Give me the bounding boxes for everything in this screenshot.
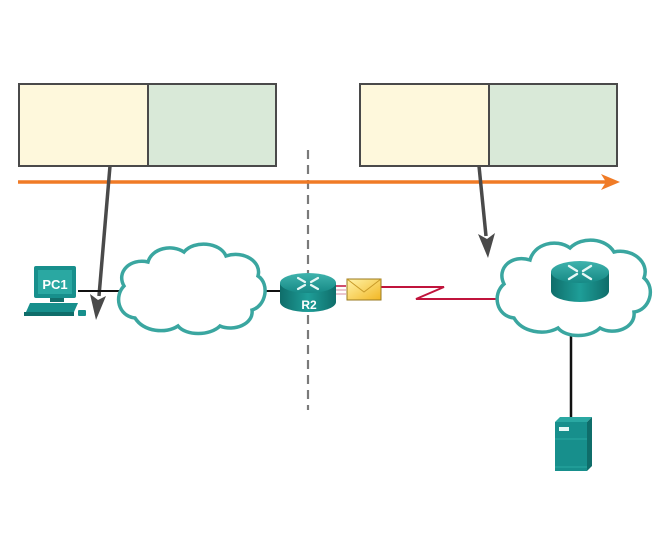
header-right-segment-2 [488,83,618,167]
header-frame-left [18,83,277,167]
header-left-segment-1 [18,83,149,167]
pointer-arrowhead-right-icon [478,233,495,258]
flow-arrowhead-icon [601,174,620,190]
pc1-device[interactable]: PC1 [24,266,86,316]
server-icon [555,417,592,471]
router-icon [551,261,609,302]
server-device[interactable] [555,417,592,471]
header-right-segment-1 [359,83,490,167]
pointer-arrowhead-left-icon [90,294,106,320]
router-icon [280,273,336,312]
pointer-arrow-right [477,165,495,258]
pc-icon [24,266,86,316]
header-left-segment-2 [147,83,277,167]
remote-router[interactable] [551,261,609,302]
header-frame-right [359,83,618,167]
left-cloud [116,242,267,336]
pc1-label: PC1 [42,277,67,292]
pointer-arrow-left [90,165,112,320]
r2-router[interactable]: R2 [280,273,336,312]
link-serial-r2-cloud [336,285,497,300]
r2-label: R2 [301,298,317,312]
flow-arrow [18,174,620,190]
envelope-icon [346,278,382,301]
